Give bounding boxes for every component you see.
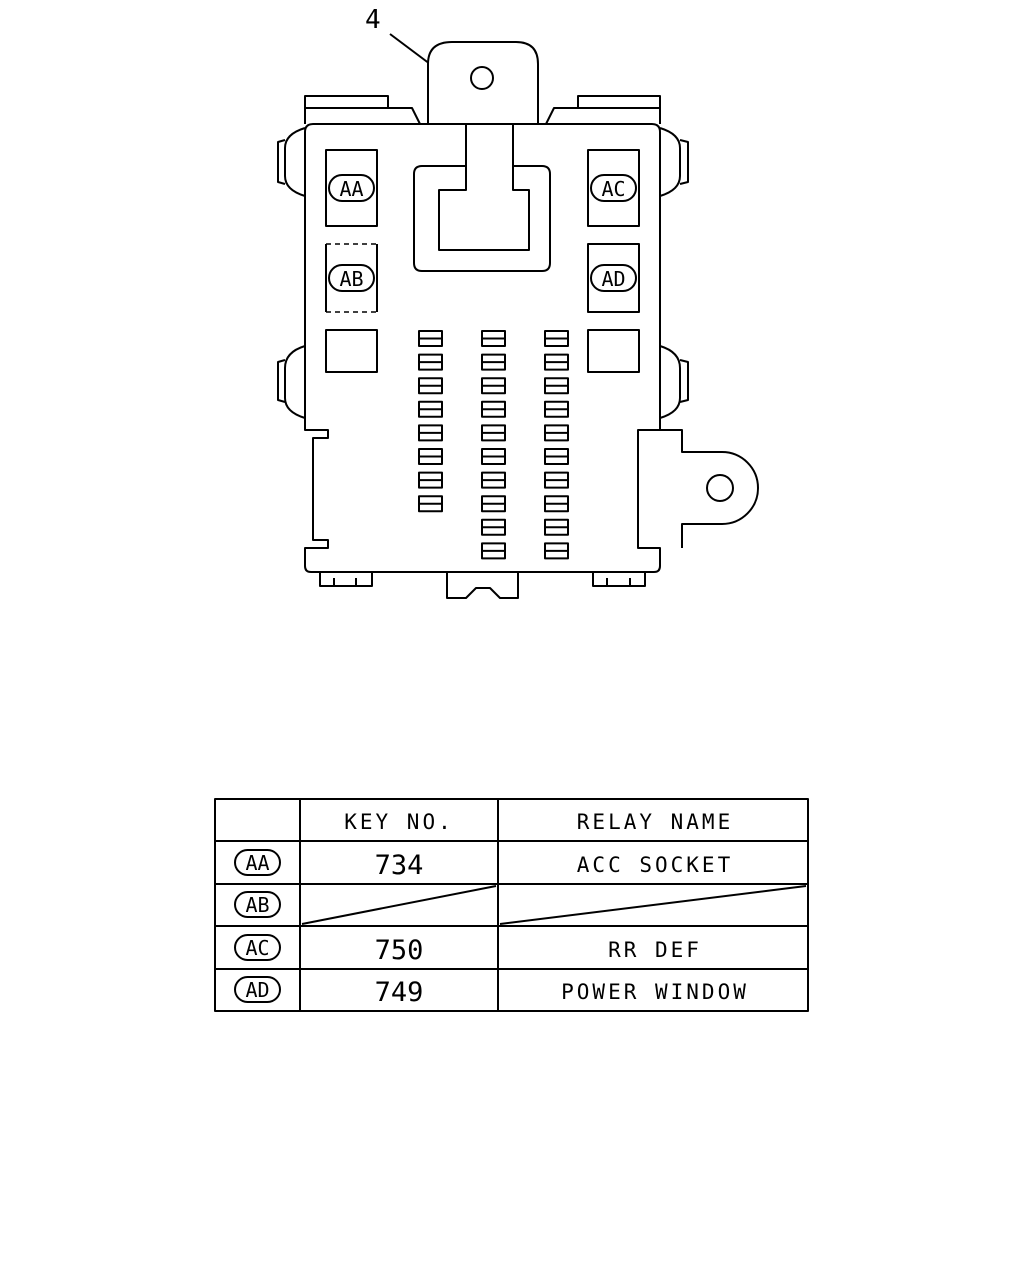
bottom-foot-left [319, 572, 373, 587]
relay-table: KEY NO. RELAY NAME AA 734 ACC SOCKET AB … [214, 798, 809, 1012]
code-badge [234, 934, 281, 961]
row-key-no: 750 [375, 935, 424, 966]
left-clip-upper [284, 127, 306, 197]
relay-label-ab: AB [339, 267, 363, 291]
relay-label-ac: AC [601, 177, 625, 201]
row-code: AB [245, 893, 269, 917]
row-code: AD [245, 978, 269, 1002]
upper-right-ledge [545, 95, 661, 125]
relay-socket-aa: AA [325, 149, 378, 227]
right-mounting-tab [650, 429, 759, 548]
right-clip-upper-tab [679, 139, 689, 185]
center-connector-slot [438, 124, 530, 251]
left-clip-lower [284, 345, 306, 419]
relay-label-aa: AA [339, 177, 363, 201]
code-badge [234, 891, 281, 918]
ab-key-empty-diagonal [301, 885, 497, 925]
relay-socket-ad: AD [587, 243, 640, 313]
small-socket-right [587, 329, 640, 373]
fuse-box-body [304, 123, 661, 573]
ab-name-empty-diagonal [499, 885, 807, 925]
right-mount-hole [706, 474, 734, 502]
right-clip-lower [659, 345, 681, 419]
left-clip-upper-tab [277, 139, 286, 185]
right-clip-lower-tab [679, 359, 689, 403]
relay-socket-ab: AB [325, 243, 378, 313]
row-code: AA [245, 851, 269, 875]
code-badge [234, 976, 281, 1003]
relay-socket-ac: AC [587, 149, 640, 227]
row-relay-name: POWER WINDOW [561, 980, 749, 1004]
row-relay-name: ACC SOCKET [577, 853, 733, 877]
callout-leader [389, 33, 431, 65]
bottom-foot-right [592, 572, 646, 587]
left-clip-lower-tab [277, 359, 286, 403]
header-relay-name: RELAY NAME [577, 810, 733, 834]
header-key-no: KEY NO. [344, 810, 454, 834]
top-mount-hole [470, 66, 494, 90]
top-mounting-tab [427, 41, 539, 124]
code-badge [234, 849, 281, 876]
fuse-slot-columns [418, 330, 569, 560]
row-relay-name: RR DEF [608, 938, 702, 962]
row-key-no: 734 [375, 850, 424, 881]
callout-number: 4 [365, 5, 381, 35]
row-key-no: 749 [375, 977, 424, 1008]
right-clip-upper [659, 127, 681, 197]
small-socket-left [325, 329, 378, 373]
upper-left-ledge [304, 95, 421, 125]
center-connector-frame [413, 165, 551, 272]
relay-label-ad: AD [601, 267, 625, 291]
row-code: AC [245, 936, 269, 960]
bottom-center-connector [446, 572, 519, 599]
